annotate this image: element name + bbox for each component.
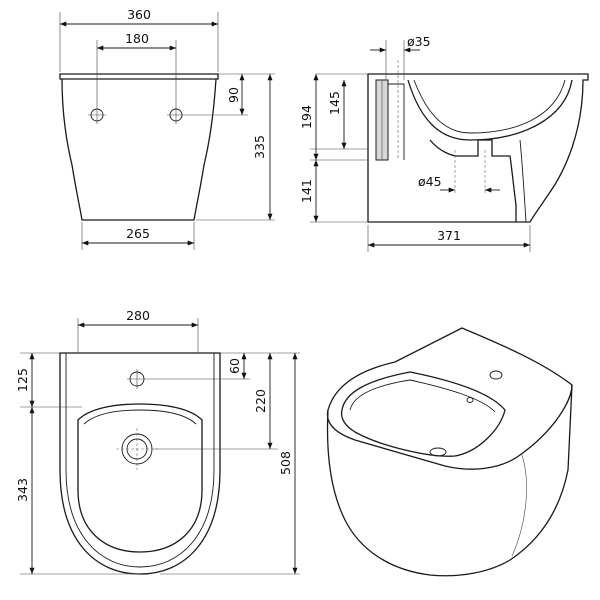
front-dim-total-width: 360 xyxy=(127,7,151,22)
top-view-inner-rim xyxy=(65,353,215,568)
side-inlet-channel xyxy=(388,83,405,160)
top-drain xyxy=(116,428,158,470)
front-left-hole xyxy=(88,106,106,124)
side-bowl-inner-2 xyxy=(413,79,566,134)
front-view: 360 180 265 90 335 xyxy=(59,7,275,250)
top-tap-hole xyxy=(127,369,147,389)
front-dim-base-width: 265 xyxy=(126,226,150,241)
side-bowl-inner xyxy=(407,79,573,141)
front-dim-total-height: 335 xyxy=(252,135,267,159)
iso-top-surface xyxy=(326,327,573,470)
side-rear-wall xyxy=(519,139,527,223)
side-view: ø35 194 145 141 ø45 371 xyxy=(299,34,589,252)
top-bowl-lip xyxy=(83,409,197,425)
front-right-hole xyxy=(167,106,185,124)
top-dim-total-length: 508 xyxy=(278,451,293,475)
front-dim-hole-spacing: 180 xyxy=(125,31,149,46)
side-dim-total-depth: 371 xyxy=(437,228,461,243)
iso-bowl-opening xyxy=(340,371,506,457)
top-view: 280 125 343 60 220 508 xyxy=(15,308,300,575)
side-dim-inlet-diameter: ø35 xyxy=(407,34,431,49)
top-dim-rear-offset: 125 xyxy=(15,368,30,392)
top-dim-drain-offset: 220 xyxy=(253,389,268,413)
top-dim-tap-hole-offset: 60 xyxy=(227,358,242,374)
front-dim-hole-height: 90 xyxy=(226,87,241,103)
side-drain-trap xyxy=(429,139,517,222)
side-dim-outlet-diameter: ø45 xyxy=(418,174,442,189)
side-dim-lower-height: 141 xyxy=(299,179,314,203)
iso-body-outline xyxy=(326,384,573,577)
side-dim-inlet-depth: 145 xyxy=(327,91,342,115)
side-dim-upper-height: 194 xyxy=(299,105,314,129)
isometric-view xyxy=(326,327,573,577)
top-dim-fixing-spacing: 280 xyxy=(126,308,150,323)
top-bowl-opening xyxy=(77,403,203,553)
iso-drain xyxy=(429,447,447,457)
top-dim-front-length: 343 xyxy=(15,478,30,502)
iso-tap-hole xyxy=(489,370,503,380)
iso-body-edge xyxy=(511,454,527,557)
iso-overflow xyxy=(466,397,474,403)
top-view-outline xyxy=(59,352,221,575)
iso-bowl-lip xyxy=(349,379,496,413)
side-view-outline xyxy=(367,73,589,223)
front-view-outline xyxy=(59,73,219,221)
